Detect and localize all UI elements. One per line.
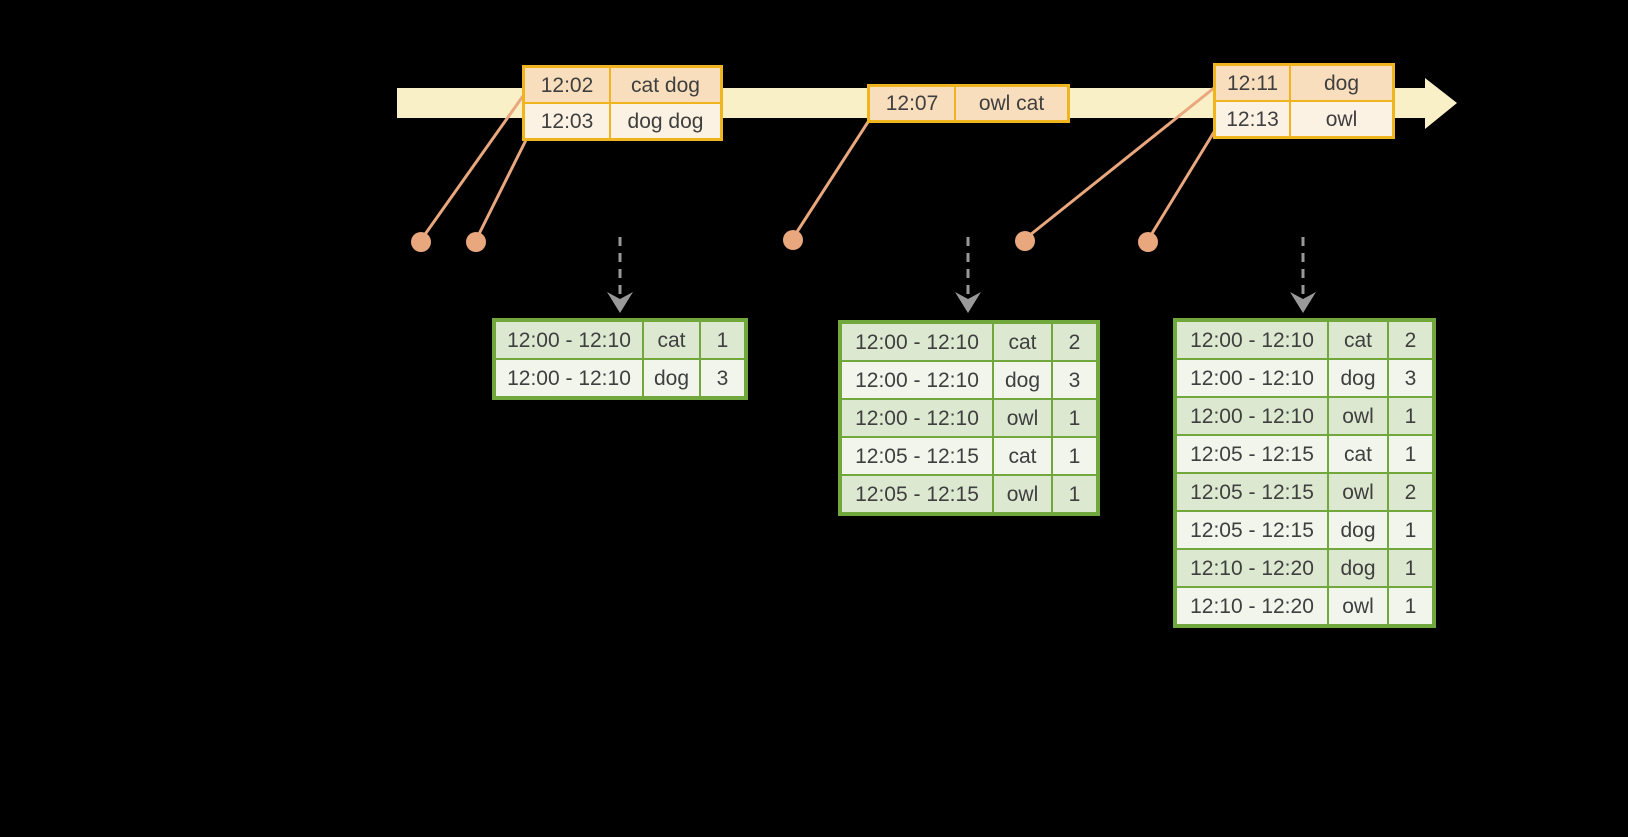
event-time: 12:13 bbox=[1216, 102, 1289, 136]
event-connector-line bbox=[1024, 86, 1215, 241]
result-window: 12:05 - 12:15 bbox=[842, 476, 992, 512]
result-window: 12:00 - 12:10 bbox=[842, 324, 992, 360]
result-count: 3 bbox=[701, 360, 744, 396]
result-count: 1 bbox=[1053, 438, 1096, 474]
result-word: cat bbox=[994, 324, 1051, 360]
event-words: owl bbox=[1291, 102, 1392, 136]
event-connector-line bbox=[791, 121, 870, 239]
result-word: cat bbox=[644, 322, 699, 358]
result-window: 12:05 - 12:15 bbox=[842, 438, 992, 474]
event-dot bbox=[783, 230, 803, 250]
timeline-arrowhead-icon bbox=[1425, 78, 1457, 129]
result-word: owl bbox=[1329, 588, 1387, 624]
result-word: dog bbox=[994, 362, 1051, 398]
event-words: owl cat bbox=[956, 87, 1067, 120]
result-window: 12:00 - 12:10 bbox=[496, 322, 642, 358]
result-window: 12:00 - 12:10 bbox=[1177, 322, 1327, 358]
trigger-arrowhead-icon bbox=[1290, 292, 1316, 313]
result-count: 3 bbox=[1053, 362, 1096, 398]
result-word: cat bbox=[994, 438, 1051, 474]
result-table-3: 12:00 - 12:10 cat 2 12:00 - 12:10 dog 3 … bbox=[1173, 318, 1436, 628]
result-word: dog bbox=[1329, 360, 1387, 396]
trigger-arrowhead-icon bbox=[607, 292, 633, 313]
result-count: 1 bbox=[1053, 476, 1096, 512]
result-count: 1 bbox=[1389, 436, 1432, 472]
result-count: 2 bbox=[1389, 474, 1432, 510]
result-word: dog bbox=[1329, 512, 1387, 548]
event-table-2: 12:07 owl cat bbox=[867, 84, 1070, 123]
event-dot bbox=[1138, 232, 1158, 252]
result-word: owl bbox=[994, 400, 1051, 436]
result-count: 3 bbox=[1389, 360, 1432, 396]
result-window: 12:10 - 12:20 bbox=[1177, 550, 1327, 586]
result-count: 2 bbox=[1389, 322, 1432, 358]
result-table-2: 12:00 - 12:10 cat 2 12:00 - 12:10 dog 3 … bbox=[838, 320, 1100, 516]
result-window: 12:05 - 12:15 bbox=[1177, 436, 1327, 472]
event-time: 12:11 bbox=[1216, 66, 1289, 100]
event-time: 12:02 bbox=[525, 68, 609, 102]
result-word: cat bbox=[1329, 436, 1387, 472]
result-window: 12:00 - 12:10 bbox=[496, 360, 642, 396]
event-dot bbox=[466, 232, 486, 252]
event-words: dog dog bbox=[611, 104, 720, 138]
result-window: 12:05 - 12:15 bbox=[1177, 474, 1327, 510]
result-count: 1 bbox=[1053, 400, 1096, 436]
result-count: 2 bbox=[1053, 324, 1096, 360]
result-window: 12:00 - 12:10 bbox=[842, 362, 992, 398]
result-count: 1 bbox=[1389, 550, 1432, 586]
result-window: 12:00 - 12:10 bbox=[1177, 360, 1327, 396]
event-words: dog bbox=[1291, 66, 1392, 100]
result-count: 1 bbox=[1389, 398, 1432, 434]
result-count: 1 bbox=[701, 322, 744, 358]
event-time: 12:03 bbox=[525, 104, 609, 138]
event-table-3: 12:11 dog 12:13 owl bbox=[1213, 63, 1395, 139]
result-word: dog bbox=[1329, 550, 1387, 586]
event-connector-line bbox=[1146, 131, 1216, 241]
result-table-1: 12:00 - 12:10 cat 1 12:00 - 12:10 dog 3 bbox=[492, 318, 748, 400]
event-connector-line bbox=[474, 139, 528, 241]
result-window: 12:00 - 12:10 bbox=[1177, 398, 1327, 434]
event-dot bbox=[1015, 231, 1035, 251]
result-word: dog bbox=[644, 360, 699, 396]
trigger-arrowhead-icon bbox=[955, 292, 981, 313]
result-count: 1 bbox=[1389, 588, 1432, 624]
result-count: 1 bbox=[1389, 512, 1432, 548]
event-time: 12:07 bbox=[870, 87, 954, 120]
event-words: cat dog bbox=[611, 68, 720, 102]
result-word: owl bbox=[1329, 474, 1387, 510]
result-window: 12:00 - 12:10 bbox=[842, 400, 992, 436]
event-dot bbox=[411, 232, 431, 252]
result-window: 12:10 - 12:20 bbox=[1177, 588, 1327, 624]
result-word: owl bbox=[1329, 398, 1387, 434]
event-table-1: 12:02 cat dog 12:03 dog dog bbox=[522, 65, 723, 141]
result-word: owl bbox=[994, 476, 1051, 512]
result-word: cat bbox=[1329, 322, 1387, 358]
result-window: 12:05 - 12:15 bbox=[1177, 512, 1327, 548]
event-connector-line bbox=[419, 95, 525, 241]
